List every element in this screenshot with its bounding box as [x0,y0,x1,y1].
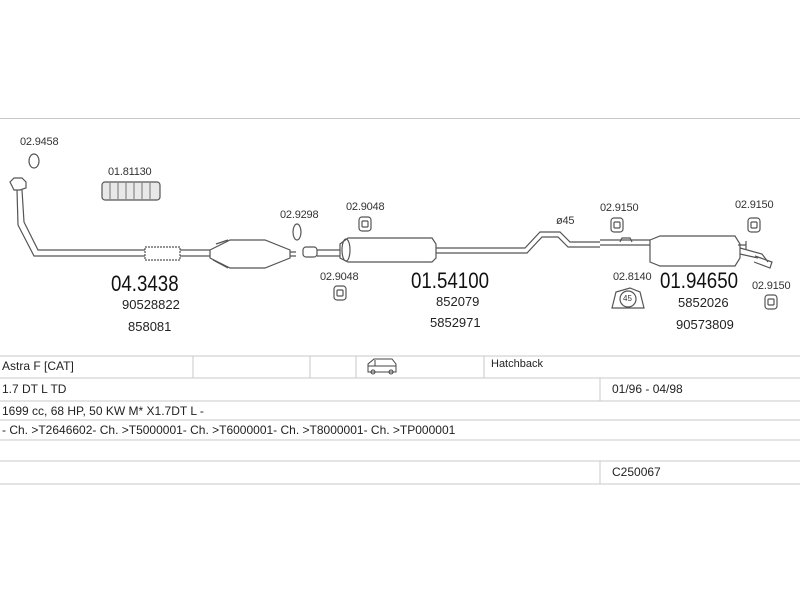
part-label-flex-pipe: 01.81130 [108,166,152,178]
catalytic-converter [209,239,291,269]
part-label-hanger: 02.9048 [346,201,385,213]
part-label-clamp: 02.9298 [280,209,319,221]
front-pipe [9,177,27,191]
rear-silencer-number: 01.94650 [660,268,739,293]
hanger-icon [610,217,624,233]
rear-silencer-oe-number: 90573809 [676,317,734,332]
front-pipe-number: 04.3438 [111,271,179,296]
clamp-icon [292,223,302,241]
part-label-hanger: 02.9048 [320,271,359,283]
ring-bracket-icon [611,287,645,309]
car-van-icon [367,358,397,375]
middle-silencer [339,237,437,263]
middle-silencer-oe-number: 5852971 [430,315,481,330]
rear-silencer [649,235,741,267]
part-label-ring: 02.9458 [20,136,59,148]
ring-seal-icon [28,153,40,169]
system-code: C250067 [612,465,661,479]
flex-pipe-part [101,181,161,201]
part-label-hanger: 02.9150 [600,202,639,214]
front-pipe-oe-number: 858081 [128,319,172,334]
hanger-icon [747,217,761,233]
ring-marker-label: 45 [623,294,632,303]
vehicle-model: Astra F [CAT] [2,359,74,373]
part-label-hanger: 02.9150 [752,280,791,292]
pipe-diameter-label: ø45 [556,215,575,227]
part-label-hanger: 02.9150 [735,199,774,211]
front-pipe-oe-number: 90528822 [122,297,180,312]
rear-silencer-oe-number: 5852026 [678,295,729,310]
engine: 1.7 DT L TD [2,382,67,396]
front-pipe-flex [144,246,181,261]
engine-specs: 1699 cc, 68 HP, 50 KW M* X1.7DT L - [2,404,204,418]
chassis-numbers: - Ch. >T2646602- Ch. >T5000001- Ch. >T60… [2,423,456,437]
part-label-ring: 02.8140 [613,271,652,283]
hanger-icon [333,285,347,301]
body-type: Hatchback [491,358,543,370]
middle-silencer-number: 01.54100 [411,268,490,293]
production-years: 01/96 - 04/98 [612,382,683,396]
hanger-icon [358,216,372,232]
top-rule [0,118,800,119]
hanger-icon [764,294,778,310]
middle-silencer-oe-number: 852079 [436,294,480,309]
